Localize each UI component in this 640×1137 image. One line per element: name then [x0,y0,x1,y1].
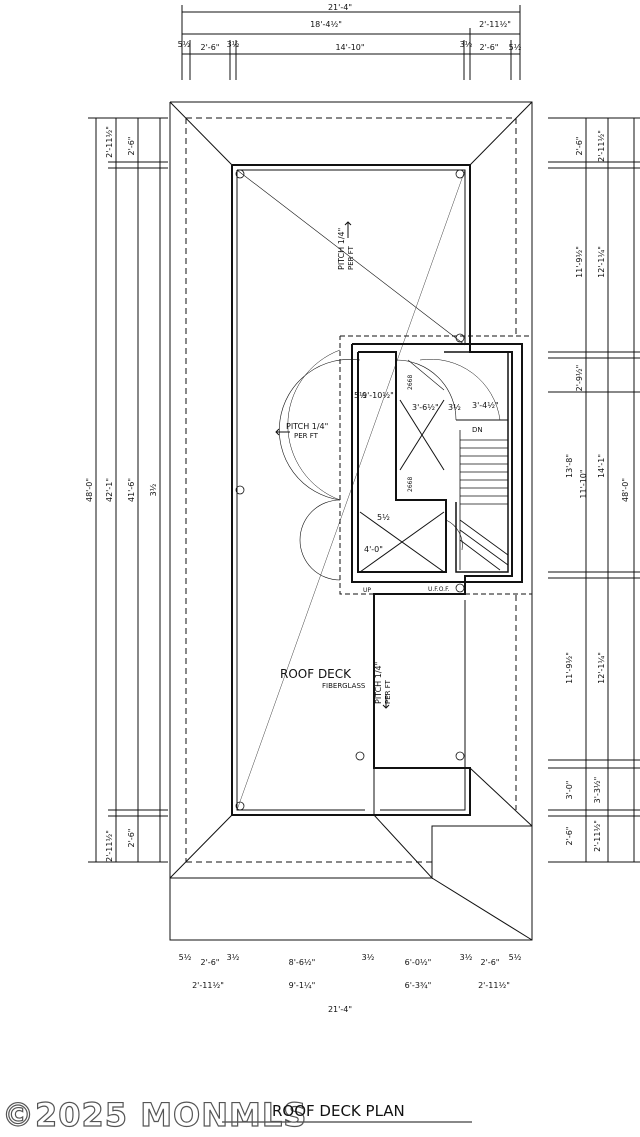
dim-bottom-row1-e: 3½ [362,953,375,962]
dim-bottom-row1-h: 2'-6" [481,958,500,967]
dim-top-row2-f: 2'-6" [480,43,499,52]
dim-top-row1-b: 2'-11½" [479,20,511,29]
dim-stair-a: 5½ [354,391,367,400]
dim-left-bot-b: 2'-6" [127,829,136,848]
dim-stair-b: 9'-10½" [362,391,394,400]
dim-right-6: 13'-8" [565,454,574,478]
dim-stair-f: 5½ [377,513,390,522]
dim-bottom-row1-d: 8'-6½" [289,958,316,967]
roof-outline [169,101,533,941]
pitch-sub-top: PER FT [347,245,355,270]
dim-right-14: 2'-11½" [593,820,602,852]
dim-left-a: 42'-1" [105,478,114,502]
pitch-label-top: PITCH 1/4" [337,228,346,270]
dim-top-row2-e: 3½ [460,40,473,49]
dim-right-9: 11'-9½" [565,652,574,684]
watermark: ©2025 MONMLS [2,1096,307,1134]
dim-bottom-row2-c: 6'-3¾" [405,981,432,990]
dim-left-overall: 48'-0" [85,478,94,502]
pitch-label-left: PITCH 1/4" [286,422,328,431]
dim-bottom-row1-g: 3½ [460,953,473,962]
dim-right-5: 2'-9½" [575,365,584,392]
dim-bottom-row1-i: 5½ [509,953,522,962]
pitch-arrows [275,221,390,709]
pitch-sub-bottom: PER FT [384,679,392,704]
left-dimension-lines [88,117,168,863]
dim-bottom-row2-d: 2'-11½" [478,981,510,990]
roof-deck-walls [231,164,513,816]
dim-right-1: 2'-6" [575,137,584,156]
dim-top-overall: 21'-4" [328,3,352,12]
dim-right-11: 3'-0" [565,781,574,800]
deck-material: FIBERGLASS [322,682,366,690]
dim-top-row2-c: 3½ [227,40,240,49]
dim-right-7: 14'-1" [597,454,606,478]
stair-core [279,335,533,595]
dim-top-row2-b: 2'-6" [201,43,220,52]
dim-top-row1-a: 18'-4½" [310,20,342,29]
deck-label: ROOF DECK [280,667,352,681]
dim-stair-e: 3'-4½" [472,401,499,410]
uf-label: U.F.O.F. [428,586,450,593]
drawing-title: ROOF DECK PLAN [272,1102,405,1120]
dim-left-c: 3½ [149,483,158,496]
dim-right-13: 2'-6" [565,827,574,846]
dim-right-10: 12'-1¼" [597,652,606,684]
up-label: UP [363,587,371,594]
dim-left-top-b: 2'-6" [127,137,136,156]
dim-top-row2-a: 5½ [178,40,191,49]
pitch-label-bottom: PITCH 1/4" [374,662,383,704]
dim-stair-c: 3'-6½" [412,403,439,412]
dim-stair-g: 4'-0" [364,545,383,554]
stair-dn-label: DN [472,426,483,434]
dim-left-b: 41'-6" [127,478,136,502]
dim-bottom-row2-a: 2'-11½" [192,981,224,990]
roof-drains [235,169,465,811]
dim-stair-d: 3½ [448,403,461,412]
dim-right-3: 11'-9½" [575,246,584,278]
dim-right-4: 12'-1¼" [597,246,606,278]
dim-bottom-row1-b: 2'-6" [201,958,220,967]
stair-treads [459,430,509,571]
dim-right-2: 2'-11½" [597,130,606,162]
dim-bottom-row1-f: 6'-0½" [405,958,432,967]
dim-bottom-row1-a: 5½ [179,953,192,962]
dim-top-row2-d: 14'-10" [335,43,364,52]
dim-right-overall: 48'-0" [621,478,630,502]
dim-bottom-row2-b: 9'-1¼" [289,981,316,990]
right-dimension-lines [548,117,640,863]
dim-right-8: 11'-10" [579,469,588,498]
dim-bottom-overall: 21'-4" [328,1005,352,1014]
opening-label-b: 2668 [407,477,414,492]
dim-right-12: 3'-3½" [593,777,602,804]
opening-label-a: 2668 [407,375,414,390]
dim-left-top-a: 2'-11½" [105,126,114,158]
top-dimension-lines [181,5,521,80]
dim-top-row2-g: 5½ [509,43,522,52]
dim-bottom-row1-c: 3½ [227,953,240,962]
dim-left-bot-a: 2'-11½" [105,830,114,862]
pitch-sub-left: PER FT [294,432,319,440]
